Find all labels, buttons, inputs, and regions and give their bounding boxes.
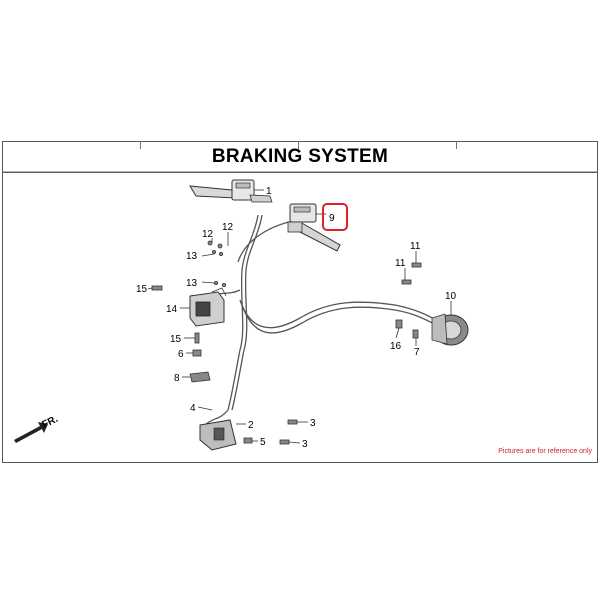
washer-13d [221,282,226,287]
bolt-15b [194,332,200,344]
callout-9: 9 [329,213,335,224]
leader-lines [147,189,452,444]
callout-4: 4 [190,403,196,414]
bracket-8 [189,371,211,383]
bolt-3b [279,439,290,445]
rear-caliper [431,313,469,346]
bolt-5 [243,437,253,444]
bolt-15a [151,285,163,291]
reference-note: Pictures are for reference only [498,448,592,455]
callout-13: 13 [186,251,198,262]
front-hose-outline [231,214,263,411]
direction-label: FR. [40,414,59,431]
bolt-11b [401,279,412,285]
callout-11: 11 [395,258,406,269]
washer-13c [213,280,218,285]
callout-3: 3 [302,439,308,450]
washer-13a [211,249,216,254]
rear-hose [239,299,441,329]
callout-11: 11 [410,241,421,252]
callout-3: 3 [310,418,316,429]
front-master-cylinder [189,179,273,203]
callout-12: 12 [222,222,234,233]
abs-unit [189,287,227,327]
bolt-11a [411,262,422,268]
callout-1: 1 [266,186,272,197]
nut-16 [395,319,403,329]
callout-13: 13 [186,278,198,289]
clip-6 [192,349,202,357]
callout-10: 10 [445,291,457,302]
frame-tick [298,141,299,149]
bolt-3a [287,419,298,425]
bolt-12b [217,243,223,249]
callout-7: 7 [414,347,420,358]
brake-hoses [204,214,441,426]
callout-8: 8 [174,373,180,384]
callout-6: 6 [178,349,184,360]
clip-7 [412,329,419,339]
callout-15: 15 [136,284,148,295]
callout-12: 12 [202,229,214,240]
frame-tick [140,141,141,149]
frame-tick [456,141,457,149]
washer-13b [218,251,223,256]
bolt-12a [207,240,213,246]
callout-2: 2 [248,420,254,431]
highlight-box [322,203,348,231]
rear-hose-outline [241,304,439,334]
direction-arrow: FR. [14,414,60,443]
callout-16: 16 [390,341,402,352]
callout-5: 5 [260,437,266,448]
callout-15: 15 [170,334,182,345]
front-caliper [199,419,237,451]
rear-master-cylinder [287,203,341,252]
callouts: 1 9 12 12 13 13 15 14 15 6 8 4 2 5 3 3 1… [136,186,457,450]
page-title: BRAKING SYSTEM [211,146,389,167]
callout-14: 14 [166,304,178,315]
fasteners [151,240,422,445]
